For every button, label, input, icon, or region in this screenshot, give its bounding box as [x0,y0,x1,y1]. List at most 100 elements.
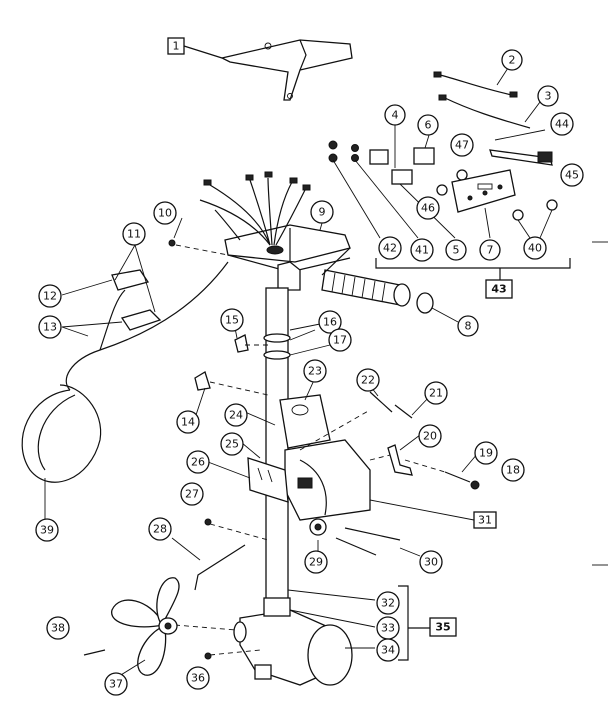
label-44: 44 [550,112,574,136]
label-27: 27 [180,482,204,506]
label-6: 6 [417,114,439,136]
svg-text:22: 22 [361,374,375,387]
part-labels: 1 43 31 35 2 3 4 6 44 47 45 46 10 9 11 4… [35,37,584,696]
svg-text:25: 25 [225,438,239,451]
svg-text:15: 15 [225,314,239,327]
motor [174,597,353,686]
svg-text:45: 45 [565,169,579,182]
svg-text:32: 32 [381,597,395,610]
svg-text:12: 12 [43,290,57,303]
label-46: 46 [416,196,440,220]
label-39: 39 [35,518,59,542]
svg-text:28: 28 [153,523,167,536]
svg-text:44: 44 [555,118,569,131]
label-2: 2 [501,49,523,71]
label-5: 5 [445,239,467,261]
svg-text:8: 8 [465,320,472,333]
part-8-handle [321,247,459,323]
label-8: 8 [457,315,479,337]
label-35: 35 [429,617,457,637]
label-9: 9 [310,200,334,224]
svg-text:29: 29 [309,556,323,569]
label-7: 7 [479,239,501,261]
svg-text:46: 46 [421,202,435,215]
svg-text:17: 17 [333,334,347,347]
steering-bracket-assembly [247,394,401,556]
label-26: 26 [186,450,210,474]
label-19: 19 [474,441,498,465]
label-37: 37 [104,672,128,696]
svg-text:13: 13 [43,321,57,334]
label-29: 29 [304,550,328,574]
label-15: 15 [220,308,244,332]
svg-text:19: 19 [479,447,493,460]
label-31: 31 [473,511,497,529]
svg-text:36: 36 [191,672,205,685]
svg-text:39: 39 [40,524,54,537]
svg-text:41: 41 [415,244,429,257]
switch-components [328,125,468,239]
svg-text:3: 3 [545,90,552,103]
label-3: 3 [537,85,559,107]
svg-text:21: 21 [429,387,443,400]
svg-text:35: 35 [435,621,450,634]
label-11: 11 [122,222,146,246]
label-43: 43 [485,279,513,299]
part-1-bracket [183,39,353,101]
part-2-3-wires [433,67,541,129]
label-23: 23 [303,359,327,383]
label-30: 30 [419,550,443,574]
svg-text:23: 23 [308,365,322,378]
label-10: 10 [153,201,177,225]
label-24: 24 [224,403,248,427]
svg-text:5: 5 [453,244,460,257]
svg-text:16: 16 [323,316,337,329]
label-13: 13 [38,315,62,339]
svg-text:14: 14 [181,416,195,429]
part-21-22-rods [299,391,413,451]
svg-text:11: 11 [127,228,141,241]
svg-text:2: 2 [509,54,516,67]
label-22: 22 [356,368,380,392]
label-32: 32 [376,591,400,615]
svg-text:24: 24 [229,409,243,422]
part-44-45-terminal [489,129,553,166]
label-25: 25 [220,432,244,456]
part-37-propeller [111,577,180,676]
svg-text:47: 47 [455,139,469,152]
label-34: 34 [376,638,400,662]
svg-text:43: 43 [491,283,506,296]
label-41: 41 [410,238,434,262]
svg-text:18: 18 [506,464,520,477]
label-28: 28 [148,517,172,541]
top-wires [199,171,311,246]
bracket-43 [375,258,571,280]
svg-text:42: 42 [383,242,397,255]
part-27-28 [171,518,269,591]
svg-text:4: 4 [392,109,399,122]
bracket-35 [287,585,430,661]
svg-text:1: 1 [173,40,180,53]
svg-text:27: 27 [185,488,199,501]
part-20-bracket [369,444,413,476]
svg-text:37: 37 [109,678,123,691]
label-40: 40 [523,236,547,260]
label-33: 33 [376,616,400,640]
part-10-pin [168,239,229,256]
svg-text:26: 26 [191,456,205,469]
label-21: 21 [424,381,448,405]
svg-text:40: 40 [528,242,542,255]
svg-text:20: 20 [423,430,437,443]
label-16: 16 [318,310,342,334]
label-12: 12 [38,284,62,308]
part-18-19-bolt [404,459,480,490]
label-45: 45 [560,163,584,187]
svg-text:6: 6 [425,119,432,132]
edge-marks [592,241,608,566]
svg-text:31: 31 [478,514,492,527]
label-14: 14 [176,410,200,434]
part-7-switch-plate [451,169,558,239]
svg-text:10: 10 [158,207,172,220]
label-20: 20 [418,424,442,448]
